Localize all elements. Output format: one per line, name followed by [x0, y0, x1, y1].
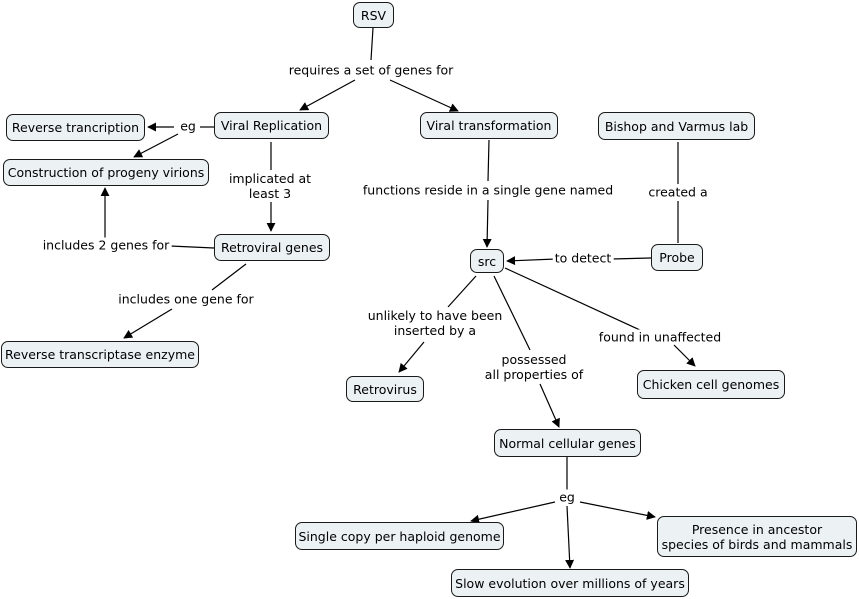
- edge-retroviral-genes-includes2: [169, 245, 215, 249]
- link-label-to-detect: to detect: [552, 250, 614, 266]
- node-presence-ancestor[interactable]: Presence in ancestor species of birds an…: [657, 516, 857, 557]
- edge-eg-single-copy: [470, 501, 556, 524]
- link-label-eg-normal: eg: [557, 489, 577, 505]
- link-label-includes1: includes one gene for: [116, 291, 256, 307]
- link-label-functions: functions reside in a single gene named: [360, 182, 616, 198]
- node-probe[interactable]: Probe: [651, 244, 703, 271]
- edge-eg-construction-virions: [133, 133, 179, 158]
- edge-unlikely-retrovirus: [398, 341, 425, 373]
- link-label-found: found in unaffected: [596, 329, 724, 345]
- node-construction-virions[interactable]: Construction of progeny virions: [3, 159, 209, 186]
- edge-to-detect-src: [506, 256, 557, 266]
- node-reverse-transcriptase[interactable]: Reverse transcriptase enzyme: [1, 341, 199, 368]
- node-retrovirus[interactable]: Retrovirus: [346, 376, 424, 402]
- edge-eg-presence-ancestor: [579, 501, 656, 520]
- edge-functions-src: [482, 199, 492, 248]
- node-retroviral-genes[interactable]: Retroviral genes: [214, 234, 330, 261]
- edge-retroviral-genes-includes1: [211, 263, 247, 291]
- edge-requires-viral-replication: [299, 79, 356, 111]
- edge-includes1-rt-enzyme: [123, 308, 173, 339]
- edge-possessed-normal-genes: [539, 383, 560, 428]
- node-normal-genes[interactable]: Normal cellular genes: [494, 429, 641, 457]
- node-bishop-varmus[interactable]: Bishop and Varmus lab: [598, 112, 755, 140]
- node-single-copy[interactable]: Single copy per haploid genome: [295, 522, 504, 550]
- node-reverse-transcription[interactable]: Reverse trancription: [6, 114, 145, 141]
- edge-src-found: [504, 267, 641, 331]
- node-chicken-genomes[interactable]: Chicken cell genomes: [637, 370, 785, 399]
- edge-probe-to-detect: [611, 257, 652, 260]
- link-label-requires: requires a set of genes for: [286, 62, 456, 78]
- link-label-implicated: implicated at least 3: [226, 171, 314, 201]
- edge-requires-viral-transformation: [389, 79, 459, 112]
- node-viral-replication[interactable]: Viral Replication: [214, 112, 329, 139]
- link-label-unlikely: unlikely to have been inserted by a: [365, 308, 505, 338]
- link-label-possessed: possessed all properties of: [482, 352, 586, 382]
- edge-viral-transformation-functions: [487, 139, 490, 182]
- link-label-includes2: includes 2 genes for: [40, 237, 172, 253]
- edge-src-unlikely: [447, 275, 477, 308]
- node-src[interactable]: src: [470, 249, 504, 273]
- link-label-eg-replication: eg: [178, 118, 198, 134]
- link-label-created: created a: [646, 184, 710, 200]
- edge-rsv-requires: [370, 27, 374, 61]
- node-viral-transformation[interactable]: Viral transformation: [420, 112, 558, 139]
- edge-found-chicken: [673, 344, 696, 367]
- edge-src-possessed: [493, 275, 531, 351]
- node-rsv[interactable]: RSV: [353, 2, 394, 28]
- edge-eg-slow-evolution: [565, 505, 575, 569]
- node-slow-evolution[interactable]: Slow evolution over millions of years: [451, 569, 689, 597]
